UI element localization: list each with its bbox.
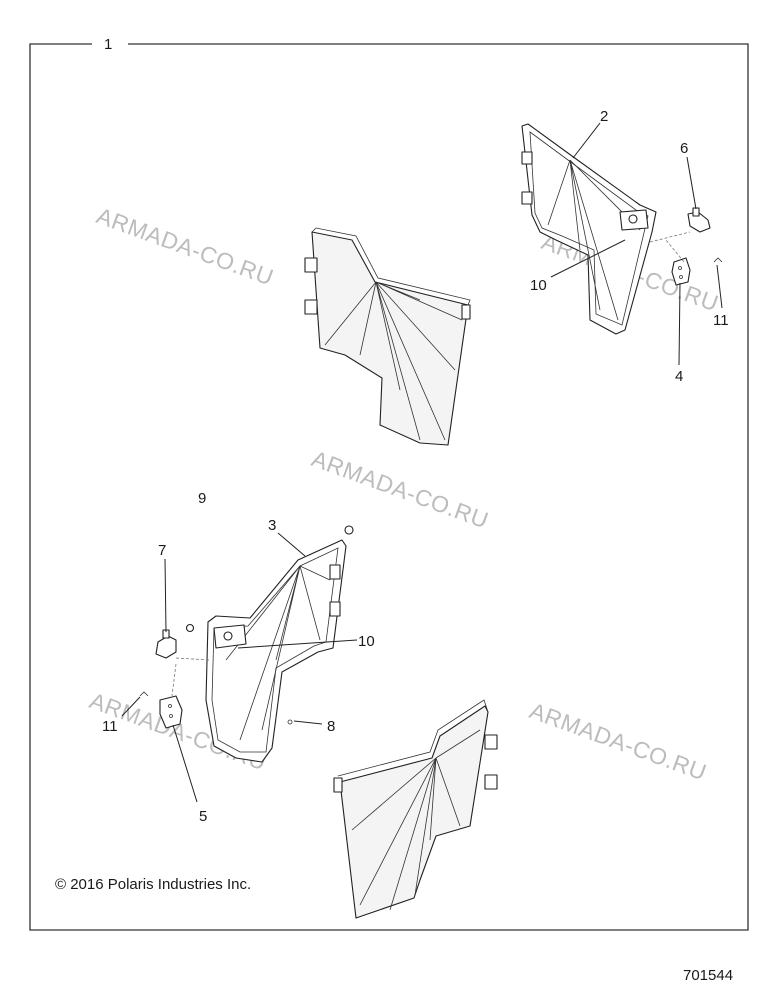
callout-10: 10 xyxy=(358,633,375,650)
assembly-dashed-line xyxy=(171,657,211,697)
watermark: ARMADA-CO.RU xyxy=(93,202,277,290)
callout-11: 11 xyxy=(102,718,118,735)
watermark: ARMADA-CO.RU xyxy=(308,445,492,533)
callout-6: 6 xyxy=(680,140,688,157)
hinge-bracket-upper xyxy=(671,257,691,286)
callout-7: 7 xyxy=(158,542,166,559)
hinge-bracket-lower xyxy=(159,695,183,729)
callout-4: 4 xyxy=(675,368,683,385)
assembly-dashed-line xyxy=(649,231,691,263)
callout-2: 2 xyxy=(600,108,608,125)
callout-1: 1 xyxy=(104,36,112,53)
callout-5: 5 xyxy=(199,808,207,825)
assembly-frame xyxy=(29,43,749,931)
callout-11: 11 xyxy=(713,312,729,329)
door-skin-lower xyxy=(333,699,498,919)
callout-9: 9 xyxy=(198,490,206,507)
callout-8: 8 xyxy=(327,718,335,735)
leader-lines xyxy=(121,122,723,803)
latch-upper xyxy=(687,207,711,233)
door-frame-lower xyxy=(185,525,354,763)
latch-lower xyxy=(155,629,177,659)
clip-lower xyxy=(139,691,149,697)
watermark: ARMADA-CO.RU xyxy=(526,697,710,785)
figure-number: 701544 xyxy=(683,967,733,984)
callout-10: 10 xyxy=(530,277,547,294)
callout-3: 3 xyxy=(268,517,276,534)
door-skin-upper xyxy=(304,227,471,446)
door-frame-upper xyxy=(521,123,657,335)
clip-upper xyxy=(713,257,723,263)
copyright-notice: © 2016 Polaris Industries Inc. xyxy=(55,876,251,893)
